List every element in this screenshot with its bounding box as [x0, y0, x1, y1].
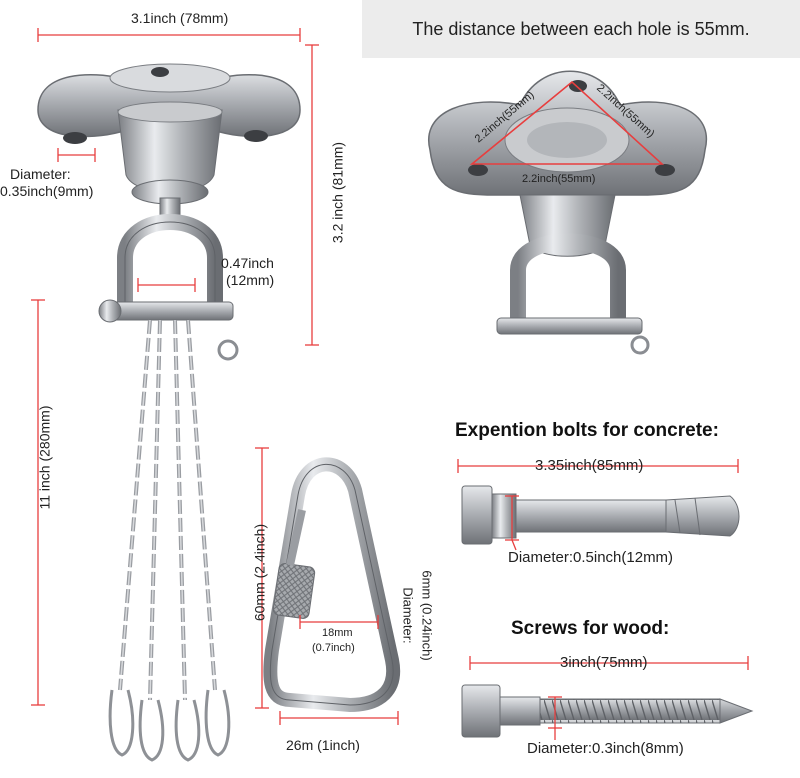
- carabiner-width-label: 26m (1inch): [286, 737, 360, 753]
- triangle-side-bottom: 2.2inch(55mm): [522, 173, 596, 185]
- chains: [118, 319, 217, 701]
- expansion-bolt: [461, 485, 740, 545]
- carabiner-gate-inch-label: (0.7inch): [312, 642, 355, 654]
- bolt-diameter-label: Diameter:0.5inch(12mm): [508, 549, 674, 566]
- swivel-mount-left: [37, 63, 301, 361]
- wood-screw: [461, 684, 754, 738]
- carabiner-diameter-value: 6mm (0.24inch): [419, 570, 435, 661]
- hole-distance-note: The distance between each hole is 55mm.: [362, 0, 800, 58]
- carabiner-gate-label: 18mm: [322, 627, 353, 639]
- mount-height-label: 3.2 inch (81mm): [329, 141, 346, 244]
- hole-distance-note-text: The distance between each hole is 55mm.: [412, 19, 750, 39]
- bolt-length-label: 3.35inch(85mm): [535, 457, 644, 474]
- screws-heading: Screws for wood:: [511, 618, 670, 639]
- carabiner-length-label: 60mm (2.4inch): [251, 523, 268, 622]
- dimension-lines: [31, 28, 749, 740]
- shackle-pin-label: 0.47inch: [221, 255, 274, 271]
- bolts-heading: Expention bolts for concrete:: [455, 420, 719, 441]
- screw-length-label: 3inch(75mm): [560, 654, 648, 671]
- mount-top-view: [427, 70, 708, 355]
- screw-diameter-label: Diameter:0.3inch(8mm): [527, 740, 684, 757]
- hole-diameter-value: 0.35inch(9mm): [0, 183, 94, 199]
- carabiner: [263, 457, 401, 713]
- carabiner-diameter-title: Diameter:: [400, 587, 416, 644]
- shackle-pin-mm-label: (12mm): [226, 272, 275, 288]
- chain-snap-hooks: [108, 689, 231, 762]
- mount-width-label: 3.1inch (78mm): [131, 10, 229, 26]
- hole-diameter-label: Diameter:: [10, 166, 71, 182]
- chain-length-label: 11 inch (280mm): [36, 405, 53, 510]
